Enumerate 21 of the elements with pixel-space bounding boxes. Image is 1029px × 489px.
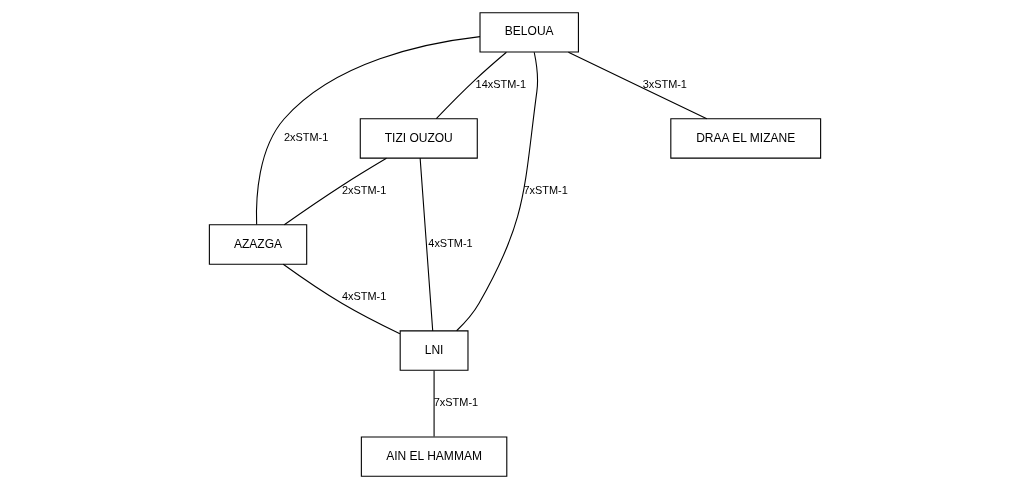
node-box: TIZI OUZOU (359, 118, 478, 159)
connector (283, 157, 387, 226)
edge-label: 3xSTM-1 (642, 78, 687, 91)
edge-label: 14xSTM-1 (475, 78, 526, 91)
node-box: LNI (399, 330, 469, 371)
node-box: AZAZGA (208, 224, 307, 265)
connector (255, 36, 481, 225)
connector (567, 51, 707, 120)
node-box: DRAA EL MIZANE (669, 118, 821, 159)
edge-label: 4xSTM-1 (341, 290, 386, 303)
edge-label: 2xSTM-1 (341, 184, 386, 197)
node-box: AIN EL HAMMAM (360, 436, 507, 477)
connector (435, 51, 507, 120)
edge-label: 2xSTM-1 (283, 131, 328, 144)
edge-label: 7xSTM-1 (522, 184, 568, 197)
node-box: BELOUA (478, 12, 579, 53)
connector (419, 157, 433, 332)
edge-label: 4xSTM-1 (427, 237, 473, 250)
connector (433, 370, 435, 438)
connector (282, 263, 400, 335)
connector (455, 51, 538, 332)
